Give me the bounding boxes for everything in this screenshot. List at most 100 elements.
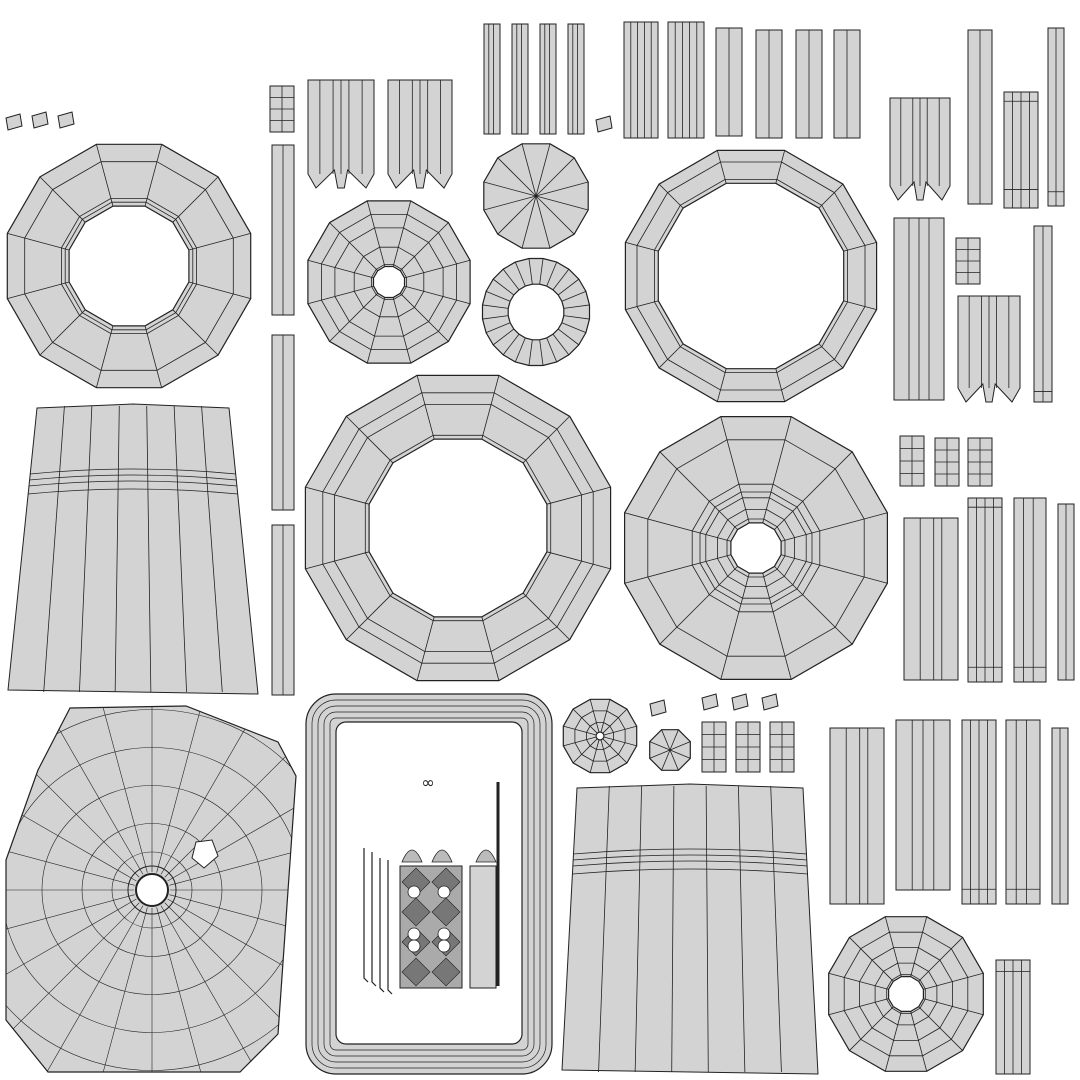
ring-spoke [563,736,597,747]
vertical-strip [667,21,705,139]
ring-spoke [818,343,844,369]
vertical-strip [1033,225,1053,403]
ring-spoke [144,144,162,207]
crystal-facet [401,957,431,987]
skirt-outline [7,403,259,695]
ring-spoke [172,176,219,223]
crystal-facet [431,897,461,927]
skirt-fold [705,785,709,1073]
block-small [701,721,727,773]
ring-large-top-left [6,143,252,389]
ring-spoke [497,157,537,197]
disc-radial-bottom [828,916,984,1072]
ring-spoke [828,972,889,990]
ring-spoke [329,222,378,271]
ring-spoke [546,337,558,363]
ring-spoke [828,998,889,1016]
irregular-spoke [89,907,148,1072]
irregular-spoke [6,898,137,1011]
ring-spoke [661,749,671,771]
vertical-strip [1051,727,1069,905]
ring-spoke [144,325,162,388]
skirt-band [29,468,237,475]
ring-spoke [481,616,500,681]
ring-spoke [345,415,394,464]
uv-islands [5,21,1075,1075]
vertical-strip [961,719,997,905]
ring-spoke [392,200,412,267]
ring-spoke [485,290,511,302]
ring-spoke [497,195,537,235]
ring-spoke [535,195,589,211]
ring-spoke [392,297,412,364]
skirt-fold [738,785,746,1073]
vertical-strip [1003,91,1039,209]
ring-spoke [649,741,671,751]
crystal-hole [407,885,421,899]
ring-spoke [603,736,637,747]
ring-spoke [528,258,533,285]
ring-spoke [843,241,877,252]
ring-spoke [669,749,679,771]
irregular-spoke [6,769,137,882]
ring-spoke [521,143,537,197]
skirt-panel [561,783,819,1075]
skirt-fold [114,405,120,693]
ring-spoke [557,328,580,346]
ring-spoke [404,285,471,305]
wedge-piece [595,115,613,133]
ring-spoke [188,281,251,299]
ring-spoke [918,1006,963,1051]
frame-loop [323,711,535,1057]
pin-wire [387,860,393,995]
skirt-fold [634,785,642,1073]
ring-spoke [661,729,671,751]
frame-loop [311,699,547,1069]
ring-spoke [552,333,570,356]
vertical-strip [1047,27,1065,207]
strip-outline [511,23,529,135]
pin-wire [379,858,385,993]
ring-spoke [307,259,374,279]
irregular-loop [111,851,193,929]
irregular-loop [6,709,296,1071]
ring-spoke [329,293,378,342]
irregular-spoke [156,907,215,1072]
ring-spoke [366,200,386,267]
irregular-spoke [31,905,144,1072]
ring-hole [372,265,406,299]
ring-spoke [482,304,509,309]
wedge-piece [761,693,779,711]
ring-spoke [774,451,853,530]
ring-spoke [7,233,70,251]
irregular-spoke [169,827,296,886]
skirt-fold [173,405,187,693]
ring-spoke [404,259,471,279]
ring-spoke [557,278,580,296]
strip-outline [623,21,659,139]
ring-spoke [762,573,792,680]
vertical-strip [483,23,501,135]
block-small [934,437,960,487]
vertical-strip [895,719,951,891]
small-strip [469,865,497,989]
vertical-strip [1005,719,1041,905]
ring-hole [368,438,548,618]
vertical-strip [795,29,823,139]
irregular-spoke [156,706,215,873]
wedge-piece [649,699,667,717]
ring-spoke [781,554,888,584]
skirt-fold [43,405,65,693]
ring-spoke [485,322,511,334]
vertical-strip [623,21,659,139]
ring-spoke [366,297,386,364]
ring-spoke [552,268,570,291]
ring-spoke [492,328,515,346]
vertical-strip [1057,503,1075,681]
disc-radial [307,200,471,364]
dome-piece [431,849,453,863]
skirt-band [573,848,807,855]
vertical-strip [715,27,743,137]
ring-spoke [669,749,691,759]
skirt-fold [201,405,223,693]
